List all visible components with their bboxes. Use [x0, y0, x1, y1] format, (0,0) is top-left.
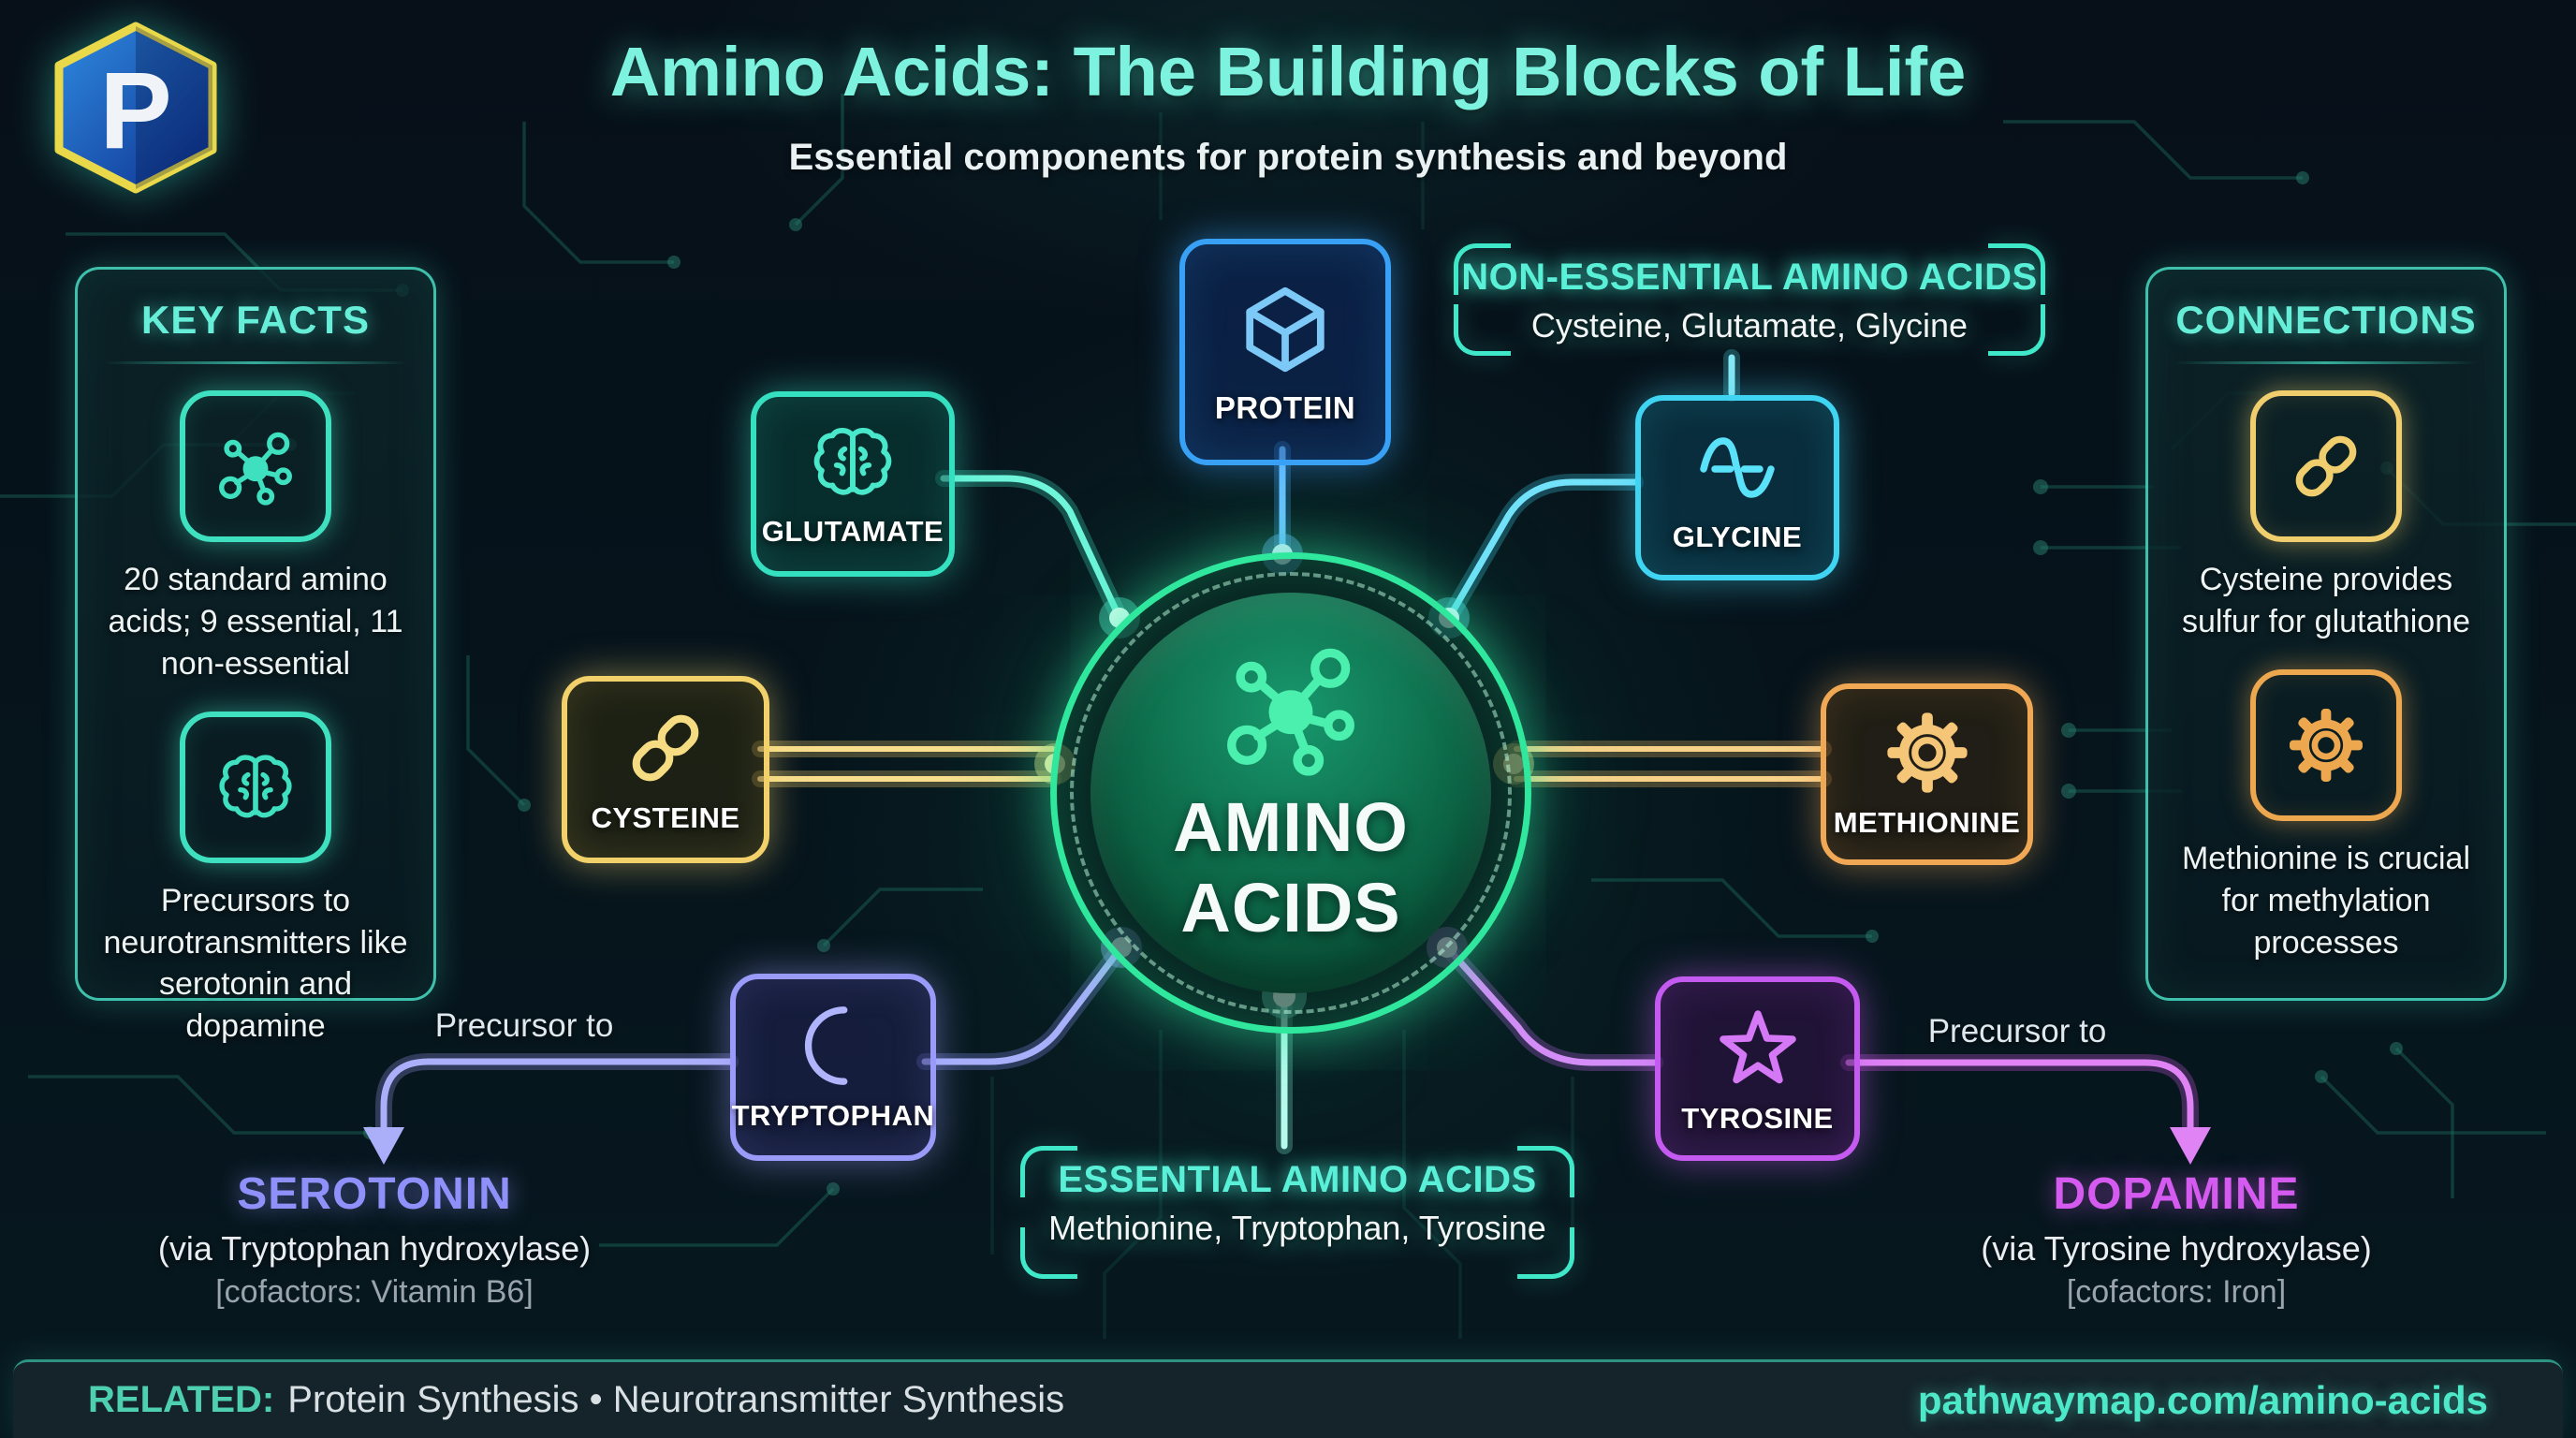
dopamine-precursor-label: Precursor to: [1927, 1013, 2107, 1049]
divider: [2174, 361, 2478, 364]
node-glycine: GLYCINE: [1635, 395, 1839, 580]
serotonin-endpoint: SEROTONIN (via Tryptophan hydroxylase) […: [140, 1168, 608, 1311]
hub-dashed-ring: [1070, 572, 1512, 1014]
node-protein: PROTEIN: [1179, 239, 1391, 465]
node-tyrosine: TYROSINE: [1655, 976, 1860, 1161]
dopamine-endpoint: DOPAMINE (via Tyrosine hydroxylase) [cof…: [1942, 1168, 2410, 1311]
serotonin-enzyme: (via Tryptophan hydroxylase): [157, 1229, 592, 1268]
serotonin-product: SEROTONIN: [237, 1169, 512, 1219]
site-url-link[interactable]: pathwaymap.com/amino-acids: [1917, 1377, 2488, 1422]
serotonin-precursor-label: Precursor to: [434, 1007, 614, 1044]
dopamine-enzyme: (via Tyrosine hydroxylase): [1981, 1229, 2372, 1268]
footer-bar: RELATED: Protein Synthesis • Neurotransmi…: [13, 1359, 2563, 1438]
brain-icon: [180, 711, 331, 863]
dopamine-arrowhead: [2170, 1127, 2211, 1165]
node-label: GLYCINE: [1672, 521, 1803, 553]
gear-icon: [2250, 668, 2402, 821]
divider: [104, 361, 407, 364]
connections-panel: CONNECTIONS Cysteine provides sulfur for…: [2145, 267, 2507, 1001]
dopamine-product: DOPAMINE: [2053, 1169, 2300, 1219]
related-items: Protein Synthesis • Neurotransmitter Syn…: [287, 1379, 1065, 1420]
group-members: Cysteine, Glutamate, Glycine: [1530, 306, 1969, 345]
serotonin-cofactors: [cofactors: Vitamin B6]: [215, 1274, 534, 1310]
key-facts-panel: KEY FACTS 20 standard amino acids; 9 ess…: [75, 267, 436, 1044]
key-fact-text: 20 standard amino acids; 9 essential, 11…: [108, 562, 403, 682]
chain-link-icon: [2250, 390, 2402, 542]
logo-letter: P: [99, 50, 171, 171]
node-tryptophan: TRYPTOPHAN: [730, 974, 936, 1161]
node-label: METHIONINE: [1833, 806, 2021, 839]
brain-icon: [813, 428, 892, 495]
sine-wave-icon: [1700, 437, 1775, 498]
pathwaymap-logo: P: [54, 22, 217, 194]
node-label: TYROSINE: [1681, 1101, 1834, 1135]
key-facts-title: KEY FACTS: [141, 298, 370, 342]
page-subtitle: Essential components for protein synthes…: [788, 137, 1788, 178]
hub-title-line: ACIDS: [1180, 869, 1401, 946]
gear-icon: [1886, 712, 1968, 793]
dopamine-cofactors: [cofactors: Iron]: [2066, 1274, 2287, 1310]
node-methionine: METHIONINE: [1821, 683, 2033, 865]
related-label: RELATED:: [88, 1379, 275, 1420]
group-title: NON-ESSENTIAL AMINO ACIDS: [1461, 257, 2038, 298]
molecule-icon: [1227, 648, 1354, 776]
cube-icon: [1246, 286, 1325, 373]
serotonin-arrowhead: [363, 1127, 404, 1165]
node-label: TRYPTOPHAN: [731, 1099, 935, 1132]
connection-text: Cysteine provides sulfur for glutathione: [2181, 562, 2471, 639]
chain-link-icon: [632, 714, 699, 782]
molecule-icon: [180, 390, 331, 542]
node-label: GLUTAMATE: [761, 515, 944, 548]
connection-text: Methionine is crucial for methylation pr…: [2181, 840, 2471, 961]
group-members: Methionine, Tryptophan, Tyrosine: [1048, 1209, 1546, 1247]
page-title: Amino Acids: The Building Blocks of Life: [609, 33, 1967, 110]
non-essential-group: NON-ESSENTIAL AMINO ACIDS Cysteine, Glut…: [1454, 243, 2045, 356]
crescent-moon-icon: [804, 1006, 848, 1085]
node-label: CYSTEINE: [591, 801, 740, 834]
key-fact-text: Precursors to neurotransmitters like ser…: [103, 882, 408, 1045]
group-title: ESSENTIAL AMINO ACIDS: [1058, 1159, 1537, 1200]
node-cysteine: CYSTEINE: [562, 676, 769, 863]
related-links: RELATED: Protein Synthesis • Neurotransmi…: [88, 1379, 1064, 1421]
star-icon: [1719, 1009, 1796, 1083]
hub-title-line: AMINO: [1173, 788, 1409, 867]
amino-acids-hub: AMINO ACIDS: [1050, 552, 1531, 1034]
node-glutamate: GLUTAMATE: [751, 391, 955, 577]
essential-group: ESSENTIAL AMINO ACIDS Methionine, Trypto…: [1020, 1146, 1574, 1279]
node-label: PROTEIN: [1214, 390, 1356, 425]
connections-title: CONNECTIONS: [2175, 298, 2477, 342]
